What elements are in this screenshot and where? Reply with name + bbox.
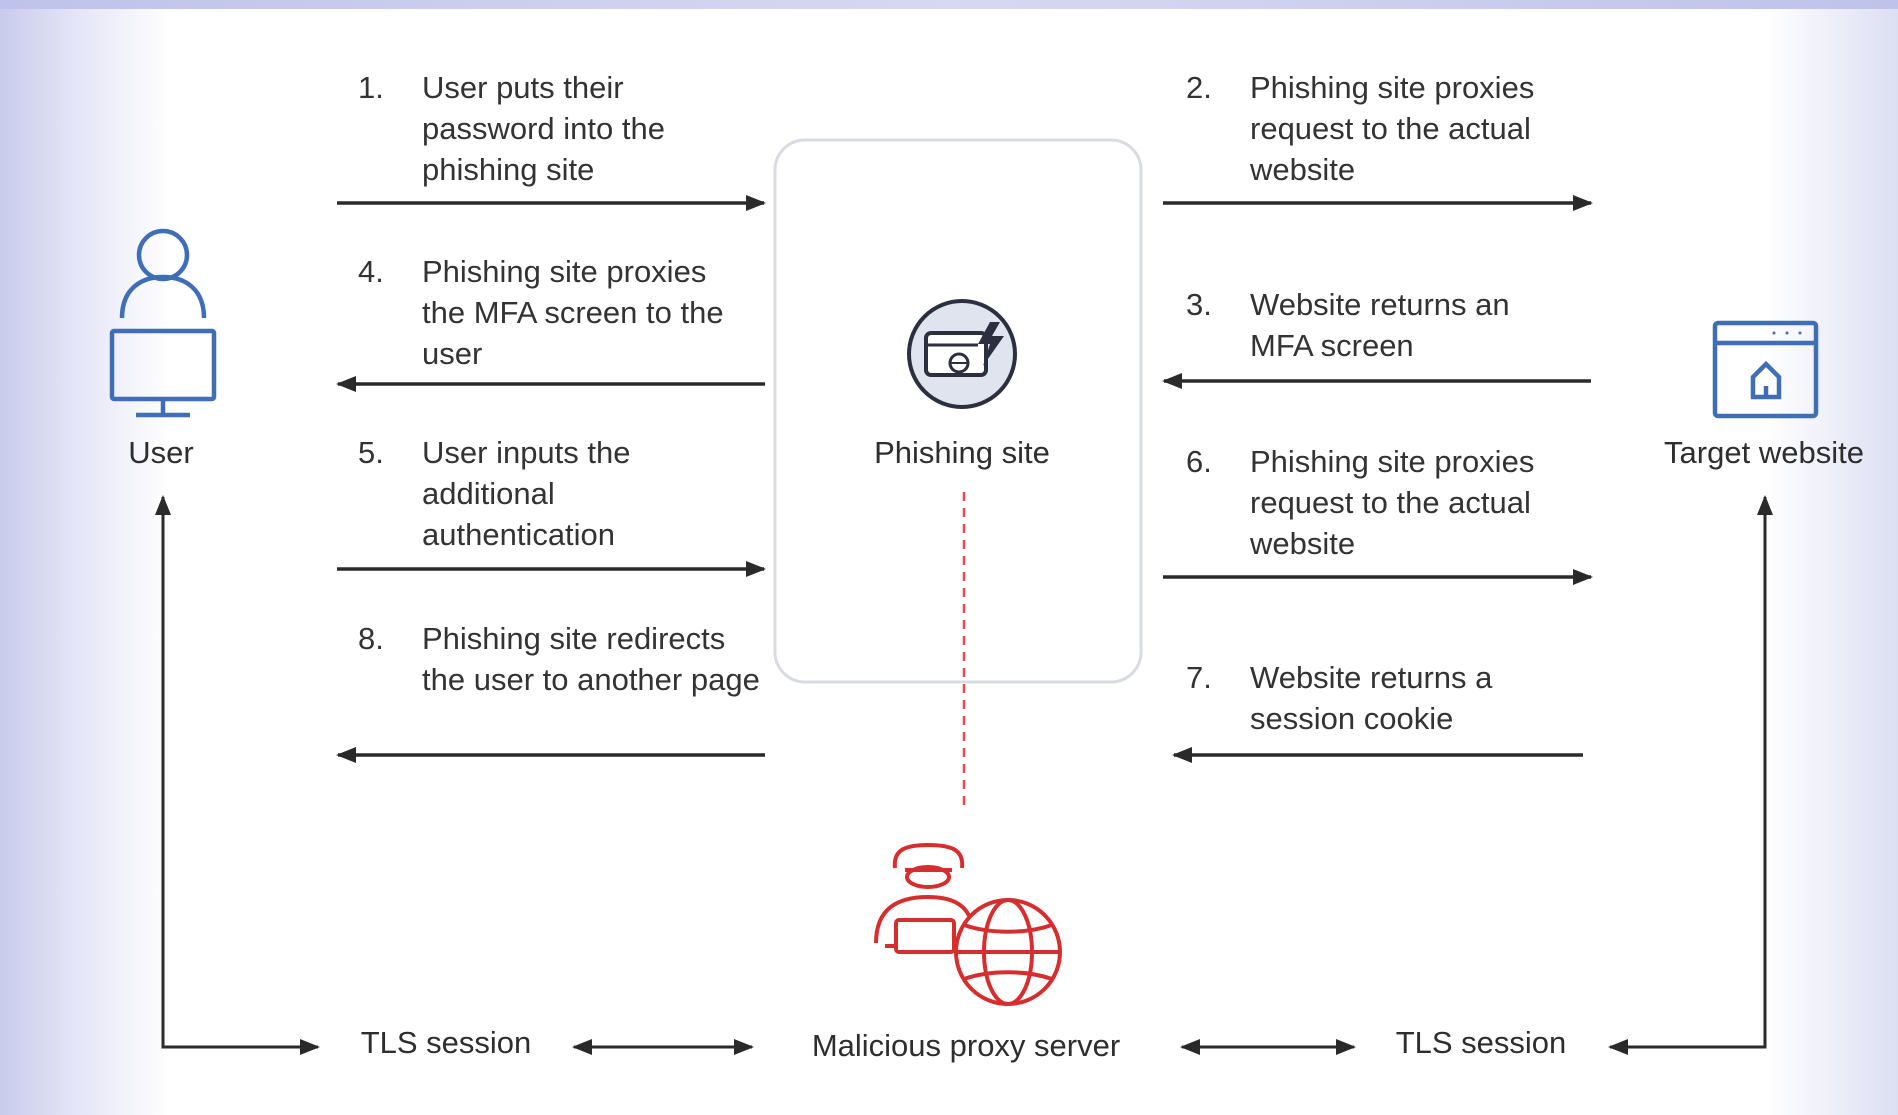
- tls-session-left-label: TLS session: [360, 1025, 532, 1060]
- step-3: 3. Website returns an MFA screen: [1186, 284, 1550, 366]
- top-band: [0, 0, 1898, 9]
- step-4-text: Phishing site proxies the MFA screen to …: [422, 254, 724, 371]
- step-1: 1. User puts their password into the phi…: [358, 67, 712, 190]
- step-5: 5. User inputs the additional authentica…: [358, 432, 682, 555]
- step-8: 8. Phishing site redirects the user to a…: [358, 618, 762, 700]
- phishing-card-icon: [907, 299, 1017, 409]
- browser-home-icon: [1712, 320, 1819, 419]
- step-7-number: 7.: [1186, 660, 1212, 695]
- step-6-number: 6.: [1186, 444, 1212, 479]
- step-2: 2. Phishing site proxies request to the …: [1186, 67, 1580, 190]
- user-tls-connector: [155, 495, 320, 1055]
- target-website-label: Target website: [1664, 435, 1864, 470]
- step-2-number: 2.: [1186, 70, 1212, 105]
- step-7: 7. Website returns a session cookie: [1186, 657, 1550, 739]
- phishing-site-label: Phishing site: [874, 435, 1050, 470]
- step-7-text: Website returns a session cookie: [1250, 660, 1493, 736]
- proxy-server-label: Malicious proxy server: [811, 1028, 1121, 1063]
- step-1-number: 1.: [358, 70, 384, 105]
- target-tls-connector: [1608, 495, 1773, 1055]
- step-6-text: Phishing site proxies request to the act…: [1250, 444, 1535, 561]
- step-3-text: Website returns an MFA screen: [1250, 287, 1510, 363]
- step-2-text: Phishing site proxies request to the act…: [1250, 70, 1535, 187]
- step-3-number: 3.: [1186, 287, 1212, 322]
- tls-session-right-label: TLS session: [1395, 1025, 1567, 1060]
- step-8-text: Phishing site redirects the user to anot…: [422, 621, 760, 697]
- phishing-site-box: [773, 138, 1143, 684]
- step-1-text: User puts their password into the phishi…: [422, 70, 665, 187]
- step-5-text: User inputs the additional authenticatio…: [422, 435, 631, 552]
- step-5-number: 5.: [358, 435, 384, 470]
- user-label: User: [128, 435, 194, 470]
- hacker-globe-icon: [874, 842, 1062, 1006]
- step-6: 6. Phishing site proxies request to the …: [1186, 441, 1580, 564]
- step-4-number: 4.: [358, 254, 384, 289]
- user-computer-icon: [109, 228, 217, 418]
- step-4: 4. Phishing site proxies the MFA screen …: [358, 251, 732, 374]
- step-8-number: 8.: [358, 621, 384, 656]
